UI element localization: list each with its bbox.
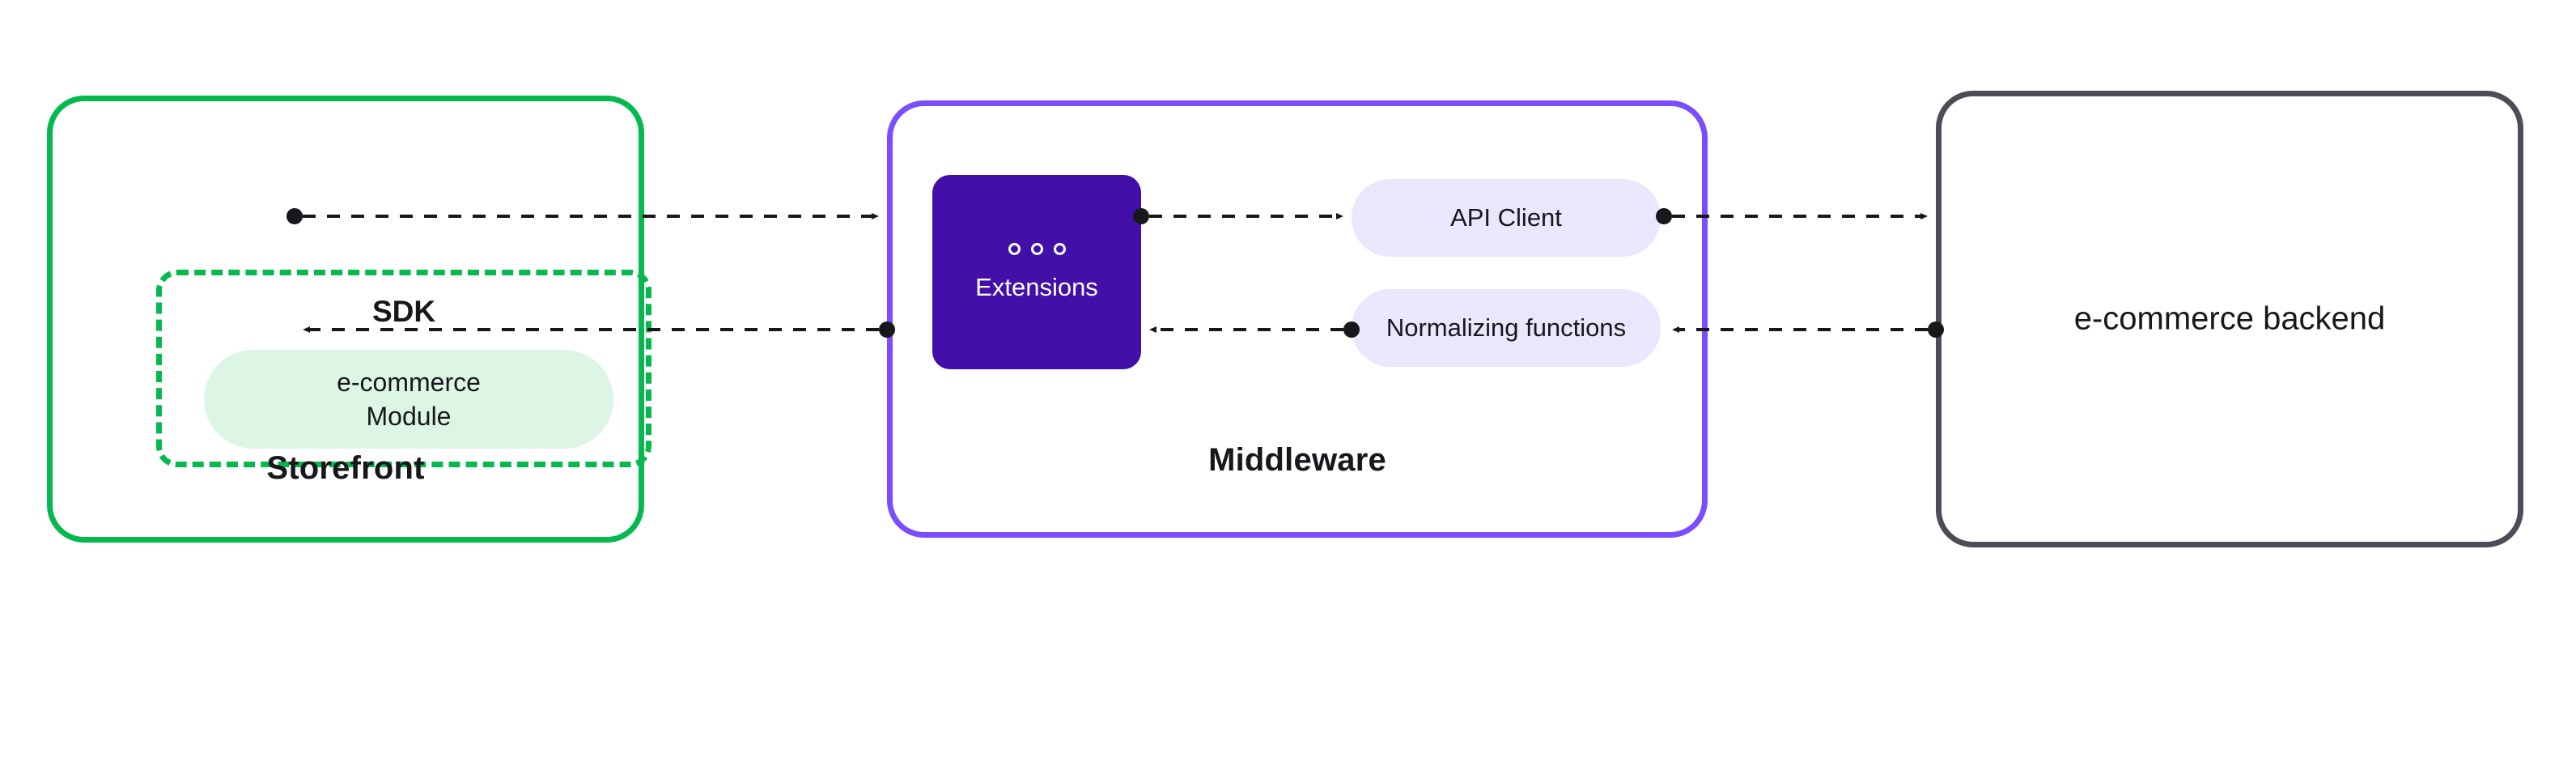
api-client-label: API Client — [1450, 203, 1562, 232]
ecommerce-module-label-line2: Module — [366, 402, 452, 431]
ring-icon-2 — [1030, 242, 1043, 255]
normalizing-functions-label: Normalizing functions — [1386, 313, 1627, 342]
normalizing-functions-pill[interactable]: Normalizing functions — [1352, 289, 1661, 367]
extensions-block[interactable]: Extensions — [932, 175, 1141, 369]
sdk-label: SDK — [371, 295, 436, 328]
middleware-caption: Middleware — [1208, 442, 1386, 478]
ring-icon-1 — [1008, 242, 1021, 255]
extensions-label: Extensions — [975, 272, 1098, 301]
api-client-pill[interactable]: API Client — [1352, 179, 1661, 257]
connector-backend-to-normalizing — [1672, 322, 1944, 338]
ecommerce-module-label-line1: e-commerce — [337, 367, 481, 397]
storefront-caption: Storefront — [266, 450, 425, 486]
ring-icon-3 — [1053, 242, 1066, 255]
storefront-container[interactable]: SDK e-commerce Module Storefront — [47, 96, 651, 543]
three-rings-icon — [1008, 242, 1066, 255]
ecommerce-backend-container[interactable]: e-commerce backend — [1936, 91, 2523, 547]
ecommerce-module-pill[interactable]: e-commerce Module — [204, 350, 613, 449]
ecommerce-backend-label: e-commerce backend — [2073, 300, 2386, 337]
sdk-dashed-box[interactable]: SDK e-commerce Module — [156, 270, 651, 467]
